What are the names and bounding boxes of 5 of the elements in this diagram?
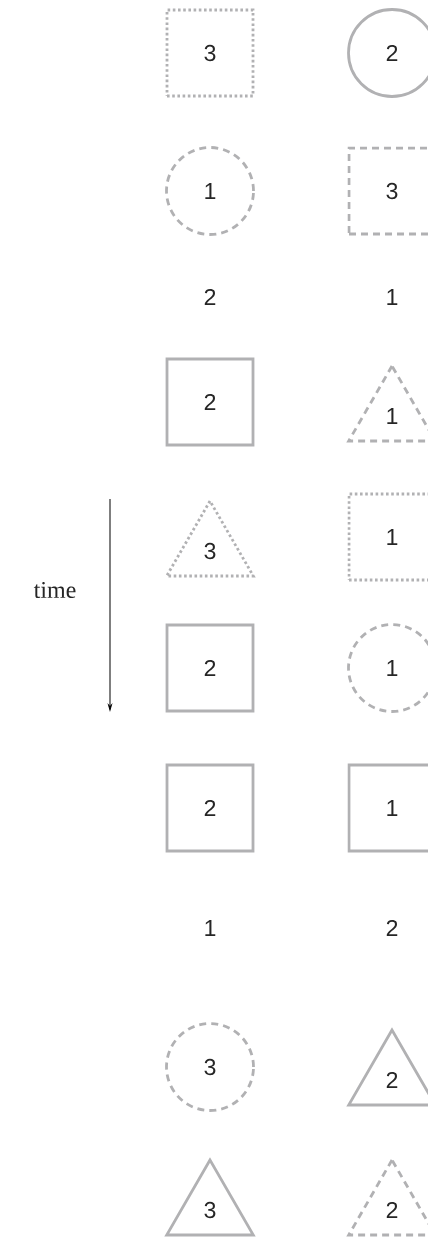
number-label: 1 xyxy=(205,920,216,936)
number-label: 1 xyxy=(387,289,398,305)
axis-label: time xyxy=(33,581,76,599)
number-label: 2 xyxy=(386,920,398,937)
number-label: 2 xyxy=(204,288,216,306)
